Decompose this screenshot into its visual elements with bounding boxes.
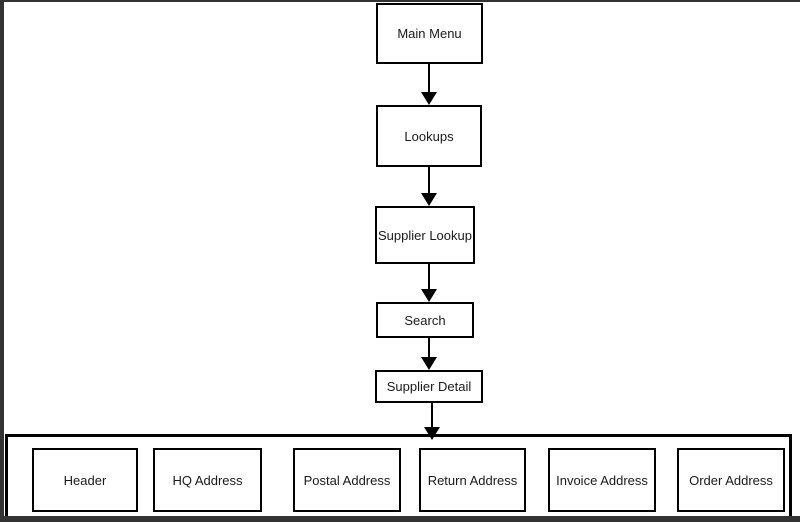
flow-node-label: Lookups [404,128,454,144]
detail-box-invoice-address: Invoice Address [548,448,656,512]
window-frame-top-edge [0,0,800,2]
flow-node-main-menu: Main Menu [376,3,483,64]
arrow-down-icon [421,357,437,370]
arrow-shaft [428,64,430,94]
arrow-down-icon [421,92,437,105]
detail-box-postal-address: Postal Address [293,448,401,512]
detail-box-header: Header [32,448,138,512]
flow-node-lookups: Lookups [376,105,482,167]
arrow-down-icon [421,289,437,302]
flow-node-supplier-detail: Supplier Detail [375,370,483,403]
detail-box-hq-address: HQ Address [153,448,262,512]
arrow-shaft [428,264,430,291]
arrow-shaft [431,403,433,429]
arrow-shaft [428,338,430,359]
window-frame-bottom-edge [0,516,800,522]
arrow-down-icon [424,427,440,440]
detail-box-label: Invoice Address [556,472,648,488]
detail-box-order-address: Order Address [677,448,785,512]
detail-box-label: Order Address [689,472,773,488]
detail-box-return-address: Return Address [419,448,526,512]
flow-node-search: Search [376,302,474,338]
detail-box-label: Header [63,472,107,488]
flow-node-label: Main Menu [397,26,462,41]
flow-node-label: Supplier Detail [386,379,472,394]
arrow-shaft [428,167,430,195]
detail-box-label: Return Address [427,472,518,488]
supplier-detail-sections-container: Header HQ Address Postal Address Return … [5,434,792,522]
arrow-down-icon [421,193,437,206]
flow-node-supplier-lookup: Supplier Lookup [375,206,475,264]
detail-box-label: HQ Address [172,472,243,488]
detail-box-label: Postal Address [303,472,391,488]
flow-node-label: Supplier Lookup [378,227,472,243]
window-frame-left-edge [0,0,4,522]
flow-node-label: Search [404,312,446,328]
